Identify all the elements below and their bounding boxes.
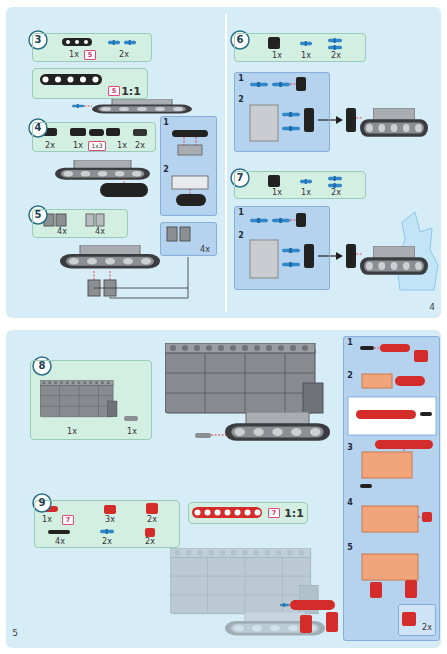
parts-box: 1:1 7: [188, 502, 308, 524]
substep-panel: 12: [234, 72, 330, 152]
box-fill: [234, 206, 330, 290]
part-quantity: 1x: [73, 142, 83, 150]
part-quantity: 2: [238, 232, 244, 240]
substep-panel: 12: [160, 116, 217, 216]
part-quantity: 2x: [119, 51, 129, 59]
part-quantity: 1x: [272, 189, 282, 197]
part-quantity: 1: [347, 339, 353, 347]
step-number-text: 3: [35, 35, 42, 45]
substep-panel: 12: [234, 206, 330, 290]
part-quantity: 4x: [57, 228, 67, 236]
part-quantity: 2: [238, 96, 244, 104]
tag-text: 5: [112, 88, 117, 95]
part-quantity: 1: [238, 209, 244, 217]
parts-box: 4x 4x: [32, 209, 128, 238]
parts-box: 1x 1x 2x: [234, 33, 366, 62]
part-quantity: 2x: [145, 538, 155, 546]
tag-text: 7: [66, 517, 71, 524]
quantity-box: 2x: [398, 604, 436, 636]
page-number: 5: [12, 629, 18, 638]
parts-box: 1x 1x 2x: [234, 171, 366, 199]
parts-box: 1x 2x 5: [32, 33, 152, 62]
part-quantity: 1x: [69, 51, 79, 59]
part-quantity: 1x: [127, 428, 137, 436]
step-number-text: 7: [237, 173, 244, 183]
step-number-text: 8: [39, 361, 46, 371]
part-length-tag: 7: [62, 515, 74, 525]
part-quantity: 2x: [135, 142, 145, 150]
page-panel: [6, 330, 441, 648]
part-quantity: 5: [347, 544, 353, 552]
box-fill: [234, 171, 366, 199]
part-quantity: 1x: [301, 52, 311, 60]
step-number: 4: [28, 118, 48, 138]
part-quantity: 4x: [95, 228, 105, 236]
step-number: 8: [32, 356, 52, 376]
part-quantity: 4x: [200, 246, 210, 254]
part-quantity: 1: [238, 75, 244, 83]
part-length-tag: 5: [108, 86, 120, 96]
substep-panel: 4x: [160, 222, 217, 256]
part-length-tag: 5: [84, 50, 96, 60]
part-quantity: 1: [163, 119, 169, 127]
part-quantity: 3: [347, 444, 353, 452]
part-quantity: 1x: [42, 516, 52, 524]
step-number-text: 5: [35, 210, 42, 220]
step-number-text: 6: [237, 35, 244, 45]
part-quantity: 4x: [55, 538, 65, 546]
substep-panel: 1 2 3 4 5 2x: [343, 336, 440, 641]
part-quantity: 2: [163, 166, 169, 174]
part-quantity: 2: [347, 372, 353, 380]
part-quantity: 3x: [105, 516, 115, 524]
step-number: 9: [32, 493, 52, 513]
part-quantity: 2x: [331, 52, 341, 60]
part-quantity: 4: [347, 499, 353, 507]
tag-text: 7: [272, 510, 277, 517]
parts-box: 1x 3x 2x 4x 2x 2x 7: [34, 500, 180, 548]
parts-box: 1:1 5: [32, 68, 148, 99]
part-quantity: 1x: [117, 142, 127, 150]
part-quantity: 2x: [331, 189, 341, 197]
page-number: 4: [429, 303, 435, 312]
step-number-text: 4: [35, 123, 42, 133]
part-quantity: 1:1: [284, 508, 304, 519]
tag-text: 5: [88, 52, 93, 59]
part-length-tag: 7: [268, 508, 280, 518]
part-quantity: 2x: [102, 538, 112, 546]
parts-box: 2x 1x 1x 2x 1x3: [32, 122, 156, 152]
part-quantity: 1x: [301, 189, 311, 197]
box-fill: [234, 33, 366, 62]
part-quantity: 2x: [45, 142, 55, 150]
part-quantity: 2x: [422, 624, 432, 632]
part-quantity: 1:1: [121, 86, 141, 97]
part-quantity: 1x: [67, 428, 77, 436]
part-length-tag: 1x3: [88, 141, 106, 151]
page-divider: [225, 14, 227, 312]
tag-text: 1x3: [91, 143, 102, 149]
part-quantity: 1x: [272, 52, 282, 60]
part-quantity: 2x: [147, 516, 157, 524]
step-number-text: 9: [39, 498, 46, 508]
parts-box: 1x 1x: [30, 360, 152, 440]
page-panel: [6, 7, 441, 318]
step-number: 5: [28, 205, 48, 225]
